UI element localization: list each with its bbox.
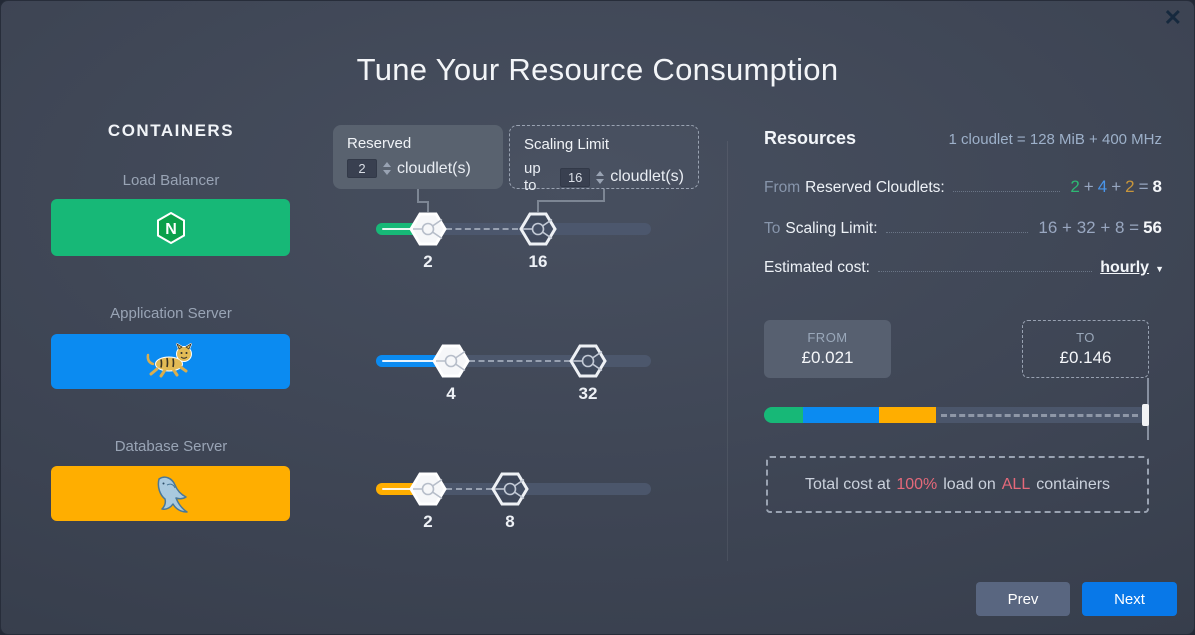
cost-bar-handle[interactable] — [1142, 404, 1149, 426]
section-divider — [727, 141, 728, 561]
estimated-cost-label: Estimated cost: — [764, 259, 870, 276]
mysql-dolphin-icon — [157, 476, 188, 513]
containers-heading: CONTAINERS — [107, 121, 235, 140]
spinner-down-icon[interactable] — [383, 170, 391, 175]
scaling-limit-row: To Scaling Limit: 16 + 32 + 8 =56 — [764, 218, 1164, 238]
cost-bar-green-segment — [764, 407, 803, 423]
dotted-leader — [885, 232, 1029, 233]
load-balancer-tile[interactable]: N — [51, 199, 290, 256]
spinner-down-icon[interactable] — [596, 178, 605, 184]
slider-fill-line — [382, 488, 424, 490]
load-percent-highlight: 100% — [896, 475, 938, 493]
reserved-handle-hexagon-icon[interactable] — [408, 471, 448, 507]
scaling-limit-box: Scaling Limit up to cloudlet(s) — [509, 125, 699, 194]
to-box-price: £0.146 — [1059, 348, 1112, 367]
scaling-handle-hexagon-icon[interactable] — [568, 343, 608, 379]
scaling-connector-line — [538, 189, 605, 202]
scaling-limit-title: Scaling Limit — [524, 136, 610, 153]
slider-fill-line — [382, 360, 447, 362]
reserved-cloudlets-row: From Reserved Cloudlets: 2+4+2=8 — [764, 177, 1164, 197]
scaling-prefix: up to — [524, 160, 541, 194]
slider-min-value: 2 — [423, 512, 433, 531]
slider-range-dash — [446, 228, 518, 230]
slider-min-value: 2 — [423, 252, 433, 271]
scaling-spinner[interactable] — [596, 170, 605, 184]
spinner-up-icon[interactable] — [596, 170, 605, 176]
cost-to-box: TO £0.146 — [1022, 320, 1149, 378]
application-server-label: Application Server — [110, 305, 232, 322]
resources-heading: Resources — [764, 128, 857, 148]
scaling-connector-stub — [537, 200, 539, 212]
scaling-suffix: cloudlet(s) — [610, 168, 684, 185]
close-icon[interactable]: ✕ — [1163, 5, 1182, 30]
billing-period-dropdown[interactable]: hourly — [1100, 259, 1150, 276]
reserved-handle-hexagon-icon[interactable] — [408, 211, 448, 247]
cost-from-box: FROM £0.021 — [764, 320, 891, 378]
scaling-handle-hexagon-icon[interactable] — [490, 471, 530, 507]
cost-bar-dash — [941, 414, 1138, 417]
caret-down-icon[interactable]: ▼ — [1155, 264, 1164, 274]
slider-min-value: 4 — [446, 384, 456, 403]
reserved-connector-stub — [427, 201, 429, 212]
from-box-price: £0.021 — [801, 348, 854, 367]
from-box-label: FROM — [807, 330, 848, 345]
slider-max-value: 32 — [578, 384, 598, 403]
spinner-up-icon[interactable] — [383, 162, 391, 167]
reserved-cloudlets-equation: 2+4+2=8 — [1070, 177, 1162, 196]
nginx-hexagon-icon: N — [156, 211, 185, 244]
application-server-tile[interactable] — [51, 334, 290, 389]
reserved-cloudlets-label: Reserved Cloudlets: — [805, 179, 945, 196]
dotted-leader — [877, 271, 1093, 272]
cost-progress-bar — [764, 407, 1148, 423]
from-word: From — [764, 179, 801, 196]
reserved-connector-line — [417, 189, 429, 203]
scaling-handle-hexagon-icon[interactable] — [518, 211, 558, 247]
reserved-cloudlets-input[interactable] — [347, 159, 377, 178]
slider-range-dash — [469, 360, 570, 362]
database-server-tile[interactable] — [51, 466, 290, 521]
cloudlet-definition: 1 cloudlet = 128 MiB + 400 MHz — [948, 131, 1162, 148]
svg-text:N: N — [165, 221, 177, 238]
prev-button[interactable]: Prev — [976, 582, 1070, 616]
slider-fill-line — [382, 228, 424, 230]
scaling-limit-equation: 16 + 32 + 8 =56 — [1038, 218, 1162, 237]
reserved-spinner[interactable] — [383, 162, 391, 175]
scaling-limit-input[interactable] — [560, 167, 591, 187]
load-balancer-slider: 2 16 — [376, 212, 651, 271]
tomcat-cat-icon — [146, 342, 192, 377]
reserved-box: Reserved cloudlet(s) — [333, 125, 503, 189]
dotted-leader — [952, 191, 1061, 192]
reserved-title: Reserved — [347, 135, 412, 152]
all-containers-highlight: ALL — [1001, 475, 1031, 493]
scaling-limit-label: Scaling Limit: — [785, 220, 878, 237]
estimated-cost-row: Estimated cost: hourly ▼ — [764, 259, 1164, 277]
database-server-label: Database Server — [114, 438, 228, 455]
reserved-handle-hexagon-icon[interactable] — [431, 343, 471, 379]
slider-max-value: 16 — [528, 252, 548, 271]
database-server-slider: 2 8 — [376, 472, 651, 531]
reserved-suffix: cloudlet(s) — [397, 159, 471, 177]
to-box-label: TO — [1076, 330, 1095, 345]
slider-max-value: 8 — [505, 512, 515, 531]
next-button[interactable]: Next — [1082, 582, 1177, 616]
total-cost-note: Total cost at 100% load on ALL container… — [766, 456, 1149, 513]
cost-bar-blue-segment — [803, 407, 879, 423]
load-balancer-label: Load Balancer — [122, 172, 220, 189]
application-server-slider: 4 32 — [376, 344, 651, 403]
slider-range-dash — [446, 488, 492, 490]
cost-bar-orange-segment — [879, 407, 936, 423]
page-title: Tune Your Resource Consumption — [356, 52, 839, 87]
to-word: To — [764, 220, 781, 237]
